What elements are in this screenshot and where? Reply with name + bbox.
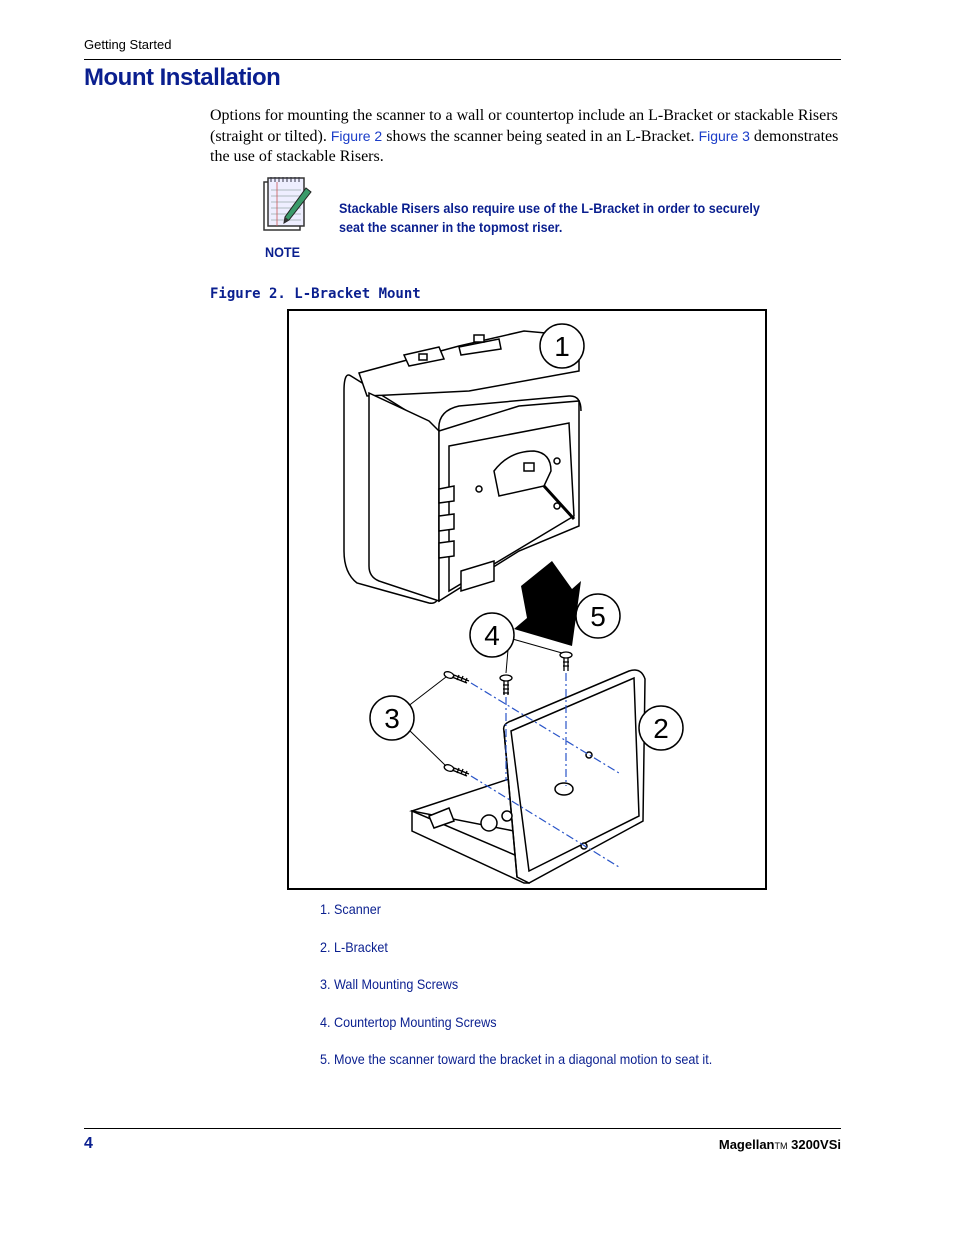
alignment-guides bbox=[470, 673, 620, 868]
callout-1: 1 bbox=[539, 323, 585, 369]
footer-rule bbox=[84, 1128, 841, 1129]
running-header: Getting Started bbox=[84, 37, 172, 52]
intro-text-3: demonstrates the use of stackable Risers… bbox=[210, 128, 839, 165]
trademark-mark: TM bbox=[774, 1141, 788, 1151]
callout-3-label: 3 bbox=[384, 703, 400, 734]
l-bracket-illustration bbox=[409, 669, 646, 884]
legend-item-countertop-screws: 4. Countertop Mounting Screws bbox=[320, 1013, 497, 1030]
figure-caption: Figure 2. L-Bracket Mount bbox=[210, 286, 421, 302]
note-text: Stackable Risers also require use of the… bbox=[339, 200, 760, 235]
intro-paragraph: Options for mounting the scanner to a wa… bbox=[210, 106, 842, 167]
callout-2-label: 2 bbox=[653, 713, 669, 744]
callout-4: 4 bbox=[469, 612, 515, 658]
intro-text-1: Options for mounting the scanner to a wa… bbox=[210, 107, 838, 145]
header-rule bbox=[84, 59, 841, 60]
figure-2-link[interactable]: Figure 2 bbox=[330, 128, 383, 144]
note-label: NOTE bbox=[265, 244, 301, 260]
callout-2: 2 bbox=[638, 705, 684, 751]
figure-legend: 1. Scanner 2. L-Bracket 3. Wall Mounting… bbox=[320, 900, 840, 1088]
figure-3-link[interactable]: Figure 3 bbox=[698, 128, 750, 144]
callout-1-label: 1 bbox=[554, 331, 570, 362]
screw-icons bbox=[443, 651, 573, 777]
legend-item-wall-screws: 3. Wall Mounting Screws bbox=[320, 976, 459, 992]
product-model: 3200VSi bbox=[787, 1137, 841, 1152]
page-number: 4 bbox=[84, 1135, 93, 1152]
product-brand: Magellan bbox=[718, 1137, 775, 1152]
intro-text-2: shows the scanner being seated in an L-B… bbox=[382, 128, 699, 145]
legend-item-l-bracket: 2. L-Bracket bbox=[320, 938, 388, 955]
note-notepad-icon bbox=[258, 176, 314, 236]
legend-item-scanner: 1. Scanner bbox=[320, 901, 381, 917]
legend-item-seat-motion: 5. Move the scanner toward the bracket i… bbox=[320, 1051, 713, 1067]
seat-direction-arrow bbox=[514, 561, 581, 646]
callout-5: 5 bbox=[575, 593, 621, 639]
page-title: Mount Installation bbox=[84, 64, 281, 91]
product-name: MagellanTM 3200VSi bbox=[719, 1137, 841, 1152]
l-bracket-mount-figure: 1 2 3 4 5 bbox=[287, 309, 767, 890]
callout-leaders bbox=[406, 637, 563, 767]
callout-5-label: 5 bbox=[590, 601, 606, 632]
scanner-illustration bbox=[343, 330, 582, 604]
callout-4-label: 4 bbox=[484, 620, 500, 651]
callout-3: 3 bbox=[369, 695, 415, 741]
